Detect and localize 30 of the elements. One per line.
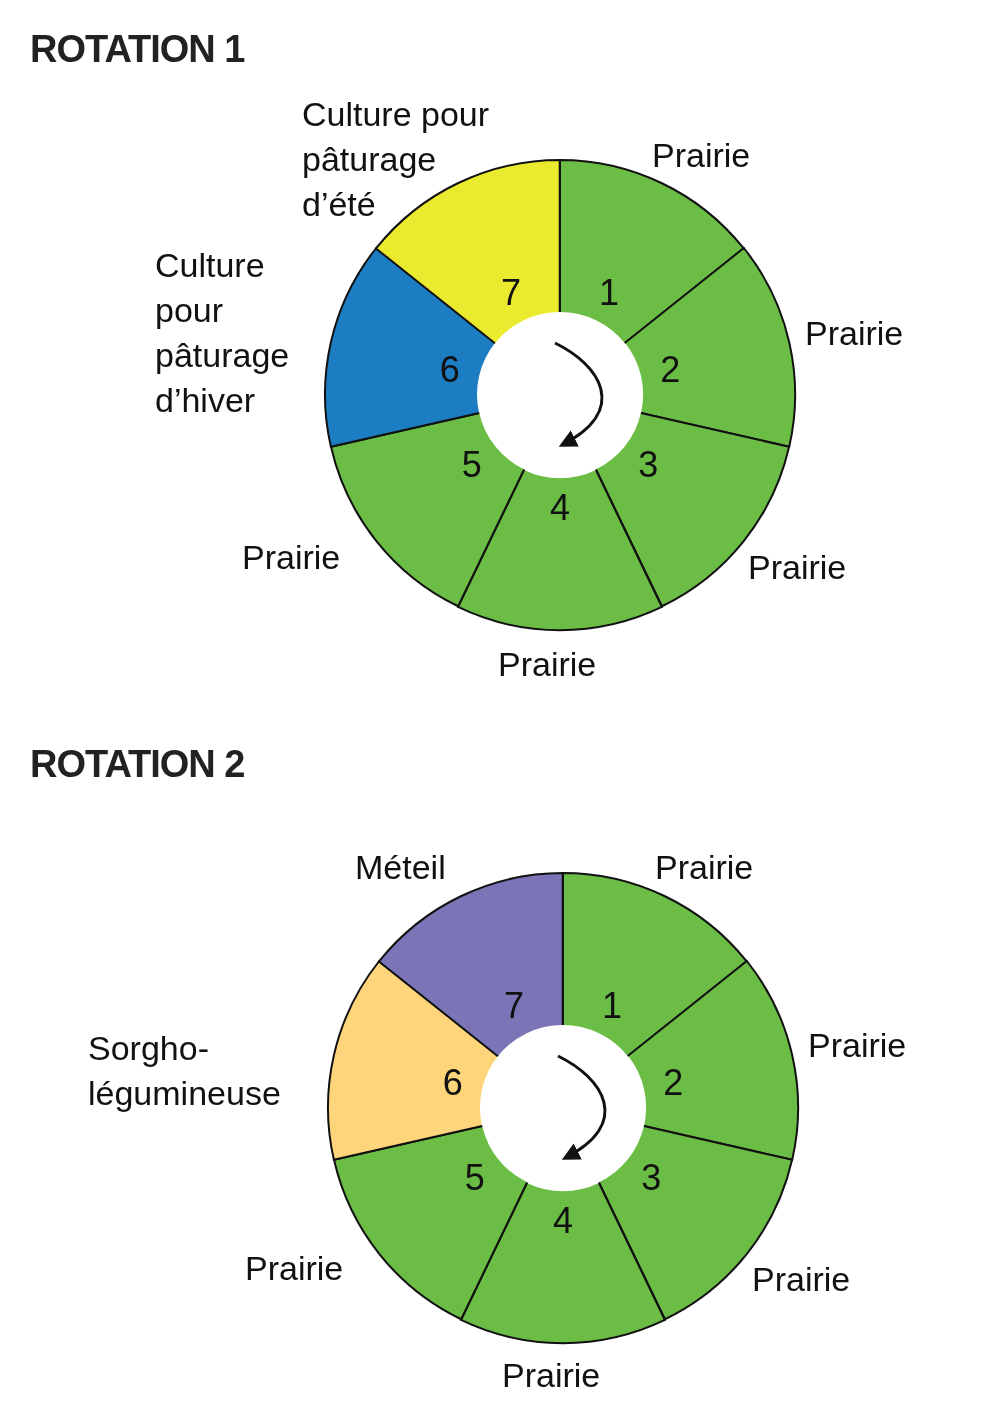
crop-label: Culture pour pâturage d’été (302, 94, 491, 225)
crop-label: Prairie (805, 313, 905, 354)
crop-label: Prairie (245, 1248, 345, 1289)
crop-label: Prairie (655, 847, 755, 888)
crop-label: Prairie (498, 644, 598, 685)
crop-label: Prairie (808, 1025, 908, 1066)
sector-number: 7 (500, 275, 521, 312)
crop-label: Prairie (748, 547, 848, 588)
section-title: ROTATION 1 (30, 28, 245, 71)
crop-label: Prairie (502, 1355, 602, 1396)
sector-number: 3 (641, 1160, 662, 1197)
sector-number: 2 (663, 1064, 684, 1101)
sector-number: 7 (503, 988, 524, 1025)
crop-label: Prairie (752, 1259, 852, 1300)
crop-label: Prairie (242, 537, 342, 578)
section-title: ROTATION 2 (30, 743, 245, 786)
crop-label: Sorgho-légumineuse (88, 1028, 282, 1114)
sector-number: 4 (552, 1203, 573, 1239)
sector-number: 6 (439, 351, 460, 388)
crop-label: Méteil (355, 847, 447, 888)
sector-number: 4 (549, 490, 570, 526)
sector-number: 2 (660, 351, 681, 388)
sector-number: 6 (442, 1064, 463, 1101)
sector-number: 1 (599, 275, 620, 312)
sector-number: 1 (602, 988, 623, 1025)
crop-label: Culture pour pâturage d’hiver (155, 245, 291, 421)
sector-number: 3 (638, 447, 659, 484)
sector-number: 5 (461, 447, 482, 484)
sector-number: 5 (464, 1160, 485, 1197)
crop-label: Prairie (652, 135, 752, 176)
